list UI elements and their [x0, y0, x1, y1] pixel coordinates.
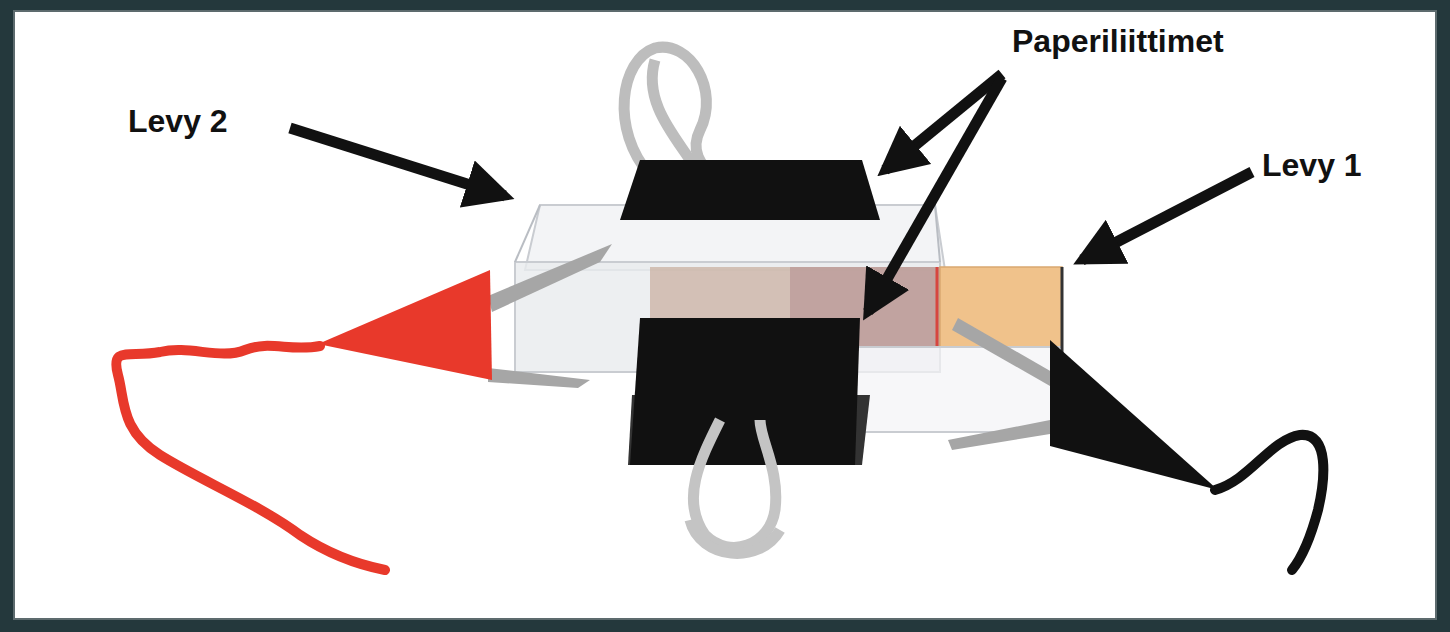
leader-arrow [1082, 172, 1252, 260]
plate-label: Levy 1 [1262, 148, 1362, 183]
clip-handle [690, 520, 780, 553]
plate-label: Levy 2 [128, 104, 228, 139]
binder-clip [620, 160, 880, 220]
leader-arrow [868, 78, 1002, 312]
part-label: Paperiliittimet [1012, 24, 1224, 59]
leader-arrow [290, 128, 505, 196]
red-alligator-clip [116, 244, 612, 570]
black-alligator-clip [948, 318, 1323, 570]
clip-handle [624, 47, 715, 178]
clip-handle [693, 420, 775, 547]
leader-arrow [885, 74, 1002, 170]
binder-clip [630, 318, 860, 465]
panel [14, 11, 1436, 619]
